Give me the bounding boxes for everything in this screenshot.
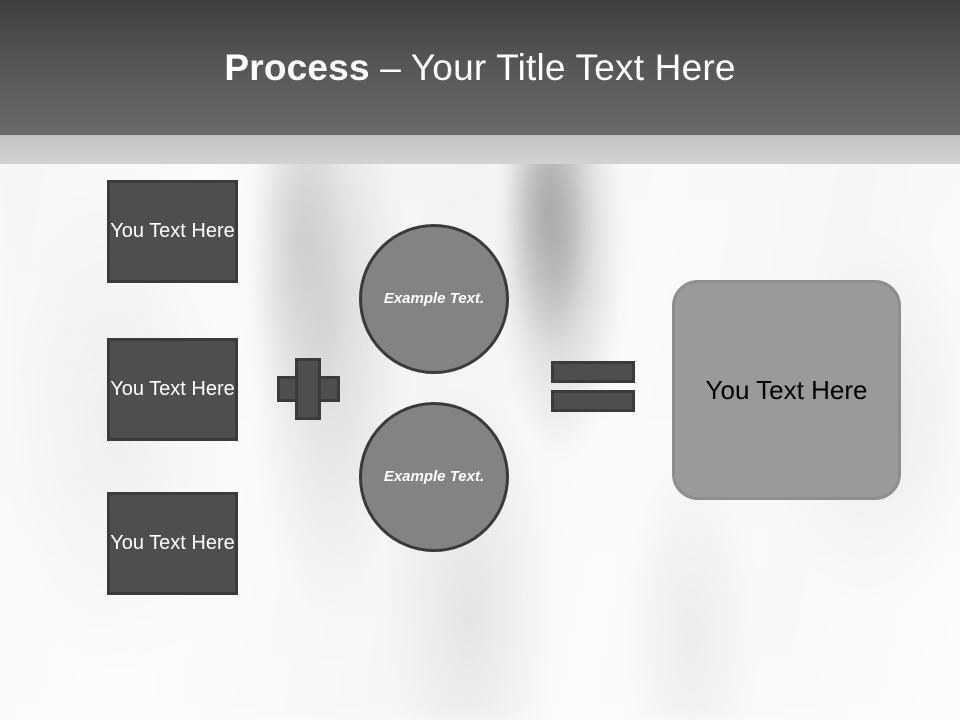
- input-box-3[interactable]: You Text Here: [107, 492, 238, 595]
- result-box-label: You Text Here: [705, 374, 868, 405]
- page-title-rest: – Your Title Text Here: [369, 46, 736, 88]
- example-circle-2[interactable]: Example Text.: [359, 402, 509, 552]
- input-box-3-label: You Text Here: [110, 532, 235, 554]
- result-box[interactable]: You Text Here: [672, 280, 901, 500]
- example-circle-1[interactable]: Example Text.: [359, 224, 509, 374]
- page-title: Process – Your Title Text Here: [0, 0, 960, 135]
- example-circle-1-label: Example Text.: [383, 290, 485, 308]
- equals-icon-bottom-bar: [551, 390, 635, 412]
- input-box-2[interactable]: You Text Here: [107, 338, 238, 441]
- page-title-strong: Process: [224, 46, 370, 88]
- equals-icon: [551, 361, 635, 412]
- input-box-1[interactable]: You Text Here: [107, 180, 238, 283]
- example-circle-2-label: Example Text.: [383, 468, 485, 486]
- plus-icon: [277, 358, 340, 420]
- header-bar: [0, 0, 960, 135]
- plus-icon-center: [298, 379, 318, 399]
- header-divider: [0, 135, 960, 164]
- equals-icon-top-bar: [551, 361, 635, 383]
- input-box-1-label: You Text Here: [110, 220, 235, 242]
- input-box-2-label: You Text Here: [110, 378, 235, 400]
